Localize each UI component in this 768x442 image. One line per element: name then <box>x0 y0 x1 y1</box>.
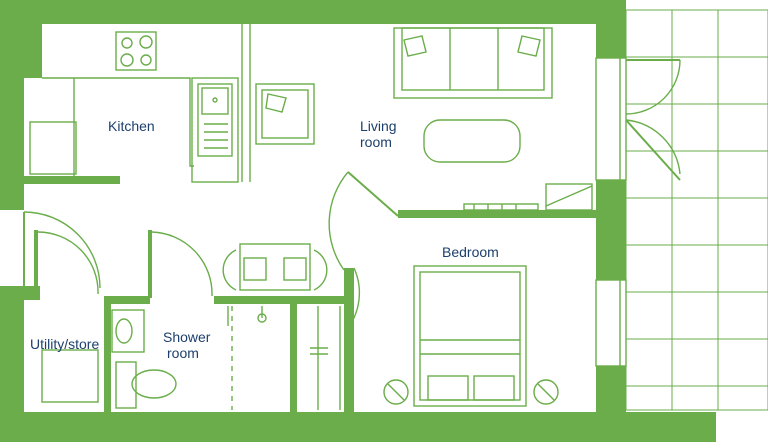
kitchen-sink <box>197 83 233 157</box>
washing-machine <box>41 349 99 403</box>
hob <box>115 31 157 71</box>
label-living-2: room <box>360 134 392 150</box>
dining-table <box>222 243 328 291</box>
wardrobe-hangers <box>310 347 328 355</box>
living-door <box>328 171 399 271</box>
utility-door <box>37 231 99 295</box>
walls <box>0 0 716 442</box>
shower-door <box>151 231 213 297</box>
bedroom-door <box>347 267 361 329</box>
label-shower-1: Shower <box>163 329 211 345</box>
sofa <box>393 27 553 99</box>
shower-head <box>227 306 267 326</box>
radiator <box>463 203 539 211</box>
label-utility: Utility/store <box>30 336 99 352</box>
balcony-door-upper <box>625 59 681 181</box>
label-living-1: Living <box>360 118 397 134</box>
tv-unit <box>545 183 593 211</box>
bedside-lamp-left <box>383 379 409 405</box>
label-kitchen: Kitchen <box>108 118 155 134</box>
label-shower-2: room <box>167 345 199 361</box>
bedside-lamp-right <box>533 379 559 405</box>
coffee-table <box>423 119 521 163</box>
thin-lines <box>29 24 627 410</box>
entrance-door <box>23 211 101 289</box>
armchair <box>255 83 315 145</box>
washbasin <box>111 309 145 353</box>
double-bed <box>413 265 527 407</box>
balcony-tiles <box>625 9 768 411</box>
room-labels: Kitchen Living room Bedroom Shower room … <box>30 118 499 361</box>
label-bedroom: Bedroom <box>442 244 499 260</box>
toilet <box>115 361 177 409</box>
